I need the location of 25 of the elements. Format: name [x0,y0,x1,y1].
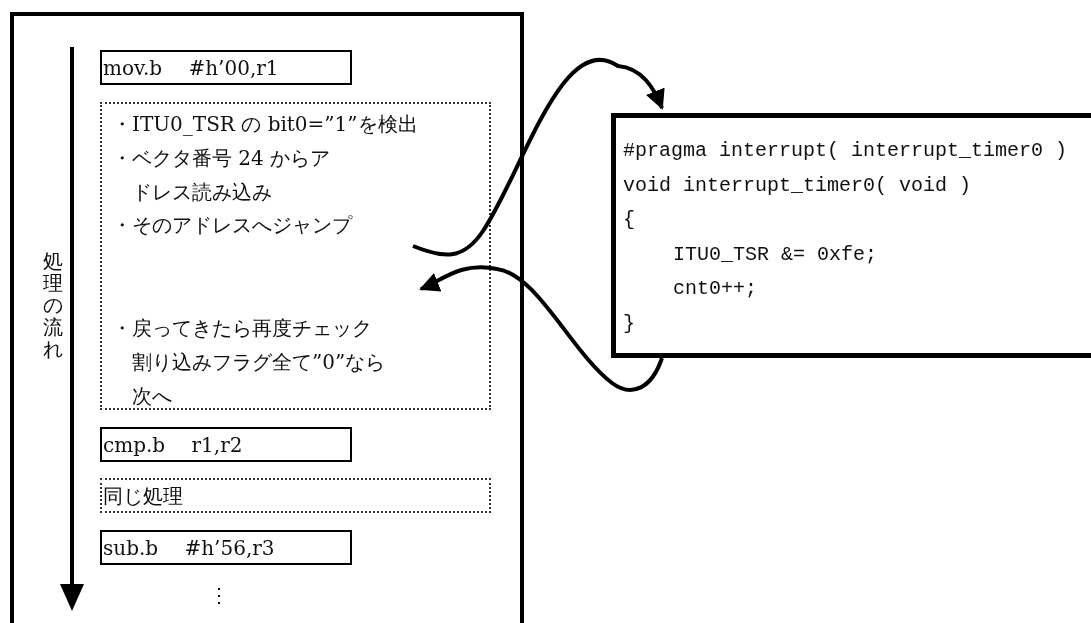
instruction-text: cmp.b r1,r2 [103,432,243,458]
instruction-box [100,530,352,565]
code-line: cnt0++; [673,276,757,302]
ellipsis-mark: ⋮ [209,582,229,608]
instruction-box [100,50,352,85]
instruction-text: sub.b #h’56,r3 [103,535,275,561]
process-box [100,478,491,513]
bullet-text: ・戻ってきたら再度チェック割り込みフラグ全て”0”なら次へ [112,315,387,410]
panel-frame [10,12,524,623]
code-line: ITU0_TSR &= 0xfe; [673,241,878,268]
process-box [100,102,491,410]
bullet-text: ・そのアドレスへジャンプ [112,212,354,239]
code-line: { [623,207,635,233]
flow-label: 処理の流れ [43,250,64,360]
bullet-text: ・ITU0_TSR の bit0=”1”を検出 [112,111,419,138]
bullet-text: ・ベクタ番号 24 からアドレス読み込み [112,145,332,206]
curved-arrow [419,265,664,392]
code-line: void interrupt_timer0( void ) [623,172,972,199]
curved-arrow [412,58,665,257]
code-line: #pragma interrupt( interrupt_timer0 ) [623,138,1068,164]
instruction-text: mov.b #h’00,r1 [103,55,279,81]
code-line: } [623,310,635,337]
instruction-text: 同じ処理 [103,483,183,509]
instruction-box [100,427,352,462]
code-box [611,113,1091,358]
